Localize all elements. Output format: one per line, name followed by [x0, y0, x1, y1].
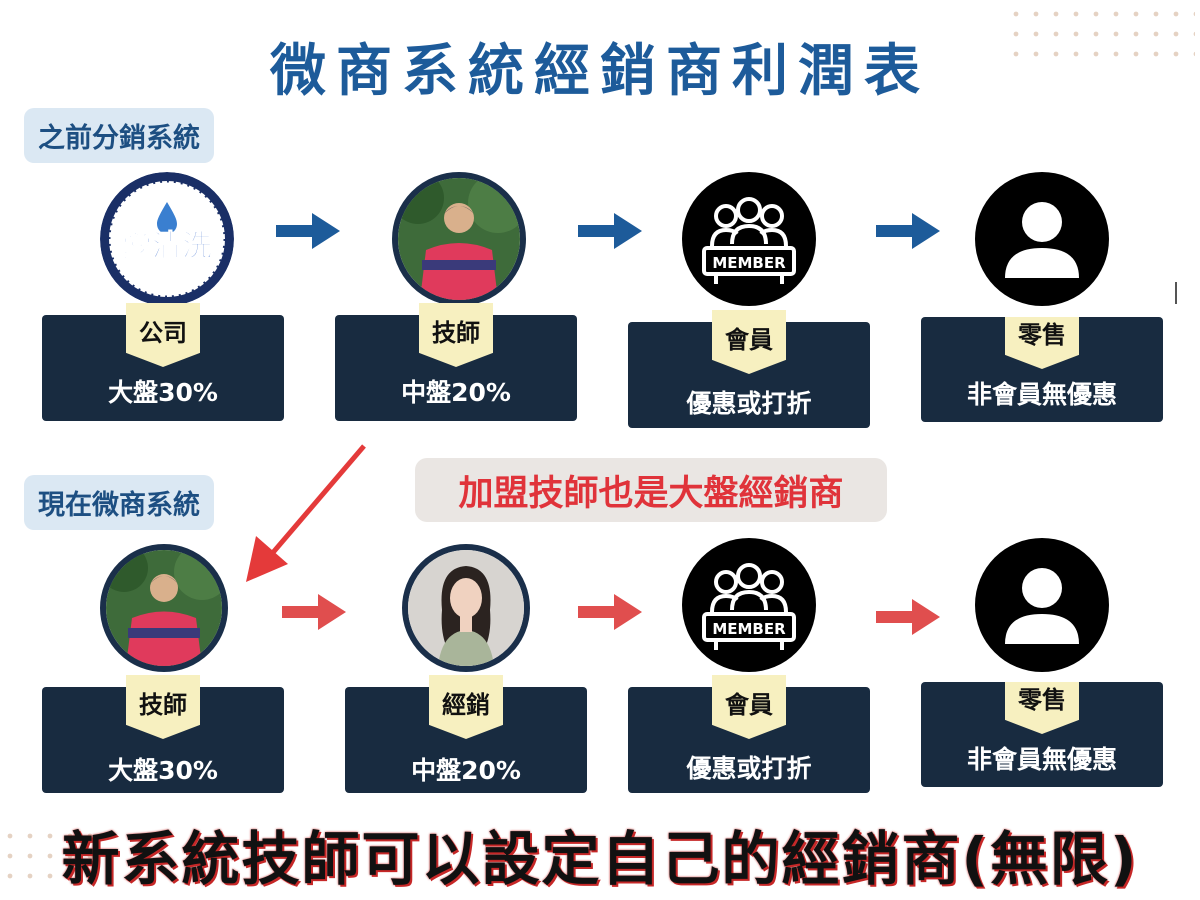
technician-photo-node-after: [100, 544, 228, 672]
arrow-right-1: [276, 211, 340, 251]
member-icon: MEMBER: [702, 197, 796, 284]
user-icon: [1005, 568, 1079, 644]
tag-technician: 技師: [419, 303, 493, 367]
arrow-right-4: [282, 592, 346, 632]
card-distributor: 經銷 中盤20%: [345, 675, 587, 793]
member-label-text: MEMBER: [712, 254, 786, 272]
arrow-right-3: [876, 211, 940, 251]
arrow-right-6: [876, 597, 940, 637]
logo-text: 愛清洗: [122, 229, 212, 264]
red-diagonal-arrow: [246, 444, 366, 582]
card-member: 會員 優惠或打折: [628, 310, 870, 428]
card-technician-after: 技師 大盤30%: [42, 675, 284, 793]
card-company-text: 大盤30%: [108, 378, 218, 407]
user-node: [975, 172, 1109, 306]
technician-photo-icon: [106, 550, 222, 666]
dot-pattern-bottom-left: [4, 830, 94, 890]
arrow-right-5: [578, 592, 642, 632]
divider-line: [1175, 282, 1177, 304]
user-node-after: [975, 538, 1109, 672]
tag-company: 公司: [126, 303, 200, 367]
tag-technician-after: 技師: [126, 675, 200, 739]
dot-pattern-top-right: [1010, 8, 1195, 68]
company-logo-node: 愛清洗: [100, 172, 234, 306]
tag-retail: 零售: [1005, 317, 1079, 369]
callout-banner: 加盟技師也是大盤經銷商: [415, 458, 887, 522]
card-technician-after-text: 大盤30%: [108, 756, 218, 785]
user-icon: [1005, 202, 1079, 278]
tag-member-after: 會員: [712, 675, 786, 739]
member-node-after: MEMBER: [682, 538, 816, 672]
arrow-right-2: [578, 211, 642, 251]
card-member-after: 會員 優惠或打折: [628, 675, 870, 793]
card-company: 公司 大盤30%: [42, 303, 284, 421]
card-retail: 零售 非會員無優惠: [921, 317, 1163, 422]
distributor-photo-icon: [408, 550, 524, 666]
footer-headline: 新系統技師可以設定自己的經銷商(無限): [61, 825, 1139, 893]
member-icon: MEMBER: [702, 563, 796, 650]
card-technician: 技師 中盤20%: [335, 303, 577, 421]
distributor-photo-node: [402, 544, 530, 672]
card-member-text: 優惠或打折: [686, 389, 812, 418]
member-label-text: MEMBER: [712, 620, 786, 638]
tag-retail-after: 零售: [1005, 682, 1079, 734]
card-retail-text: 非會員無優惠: [967, 380, 1118, 409]
page-title: 微商系統經銷商利潤表: [270, 39, 930, 104]
card-member-after-text: 優惠或打折: [686, 754, 812, 783]
card-distributor-text: 中盤20%: [411, 756, 521, 785]
card-retail-after: 零售 非會員無優惠: [921, 682, 1163, 787]
section-label-after: 現在微商系統: [24, 475, 214, 530]
technician-photo-icon: [398, 178, 520, 300]
section-label-before: 之前分銷系統: [24, 108, 214, 163]
tag-member: 會員: [712, 310, 786, 374]
card-retail-after-text: 非會員無優惠: [967, 745, 1118, 774]
card-technician-text: 中盤20%: [401, 378, 511, 407]
member-node: MEMBER: [682, 172, 816, 306]
technician-photo-node: [392, 172, 526, 306]
tag-distributor: 經銷: [429, 675, 503, 739]
ai-qing-xi-logo-icon: 愛清洗: [100, 172, 234, 306]
